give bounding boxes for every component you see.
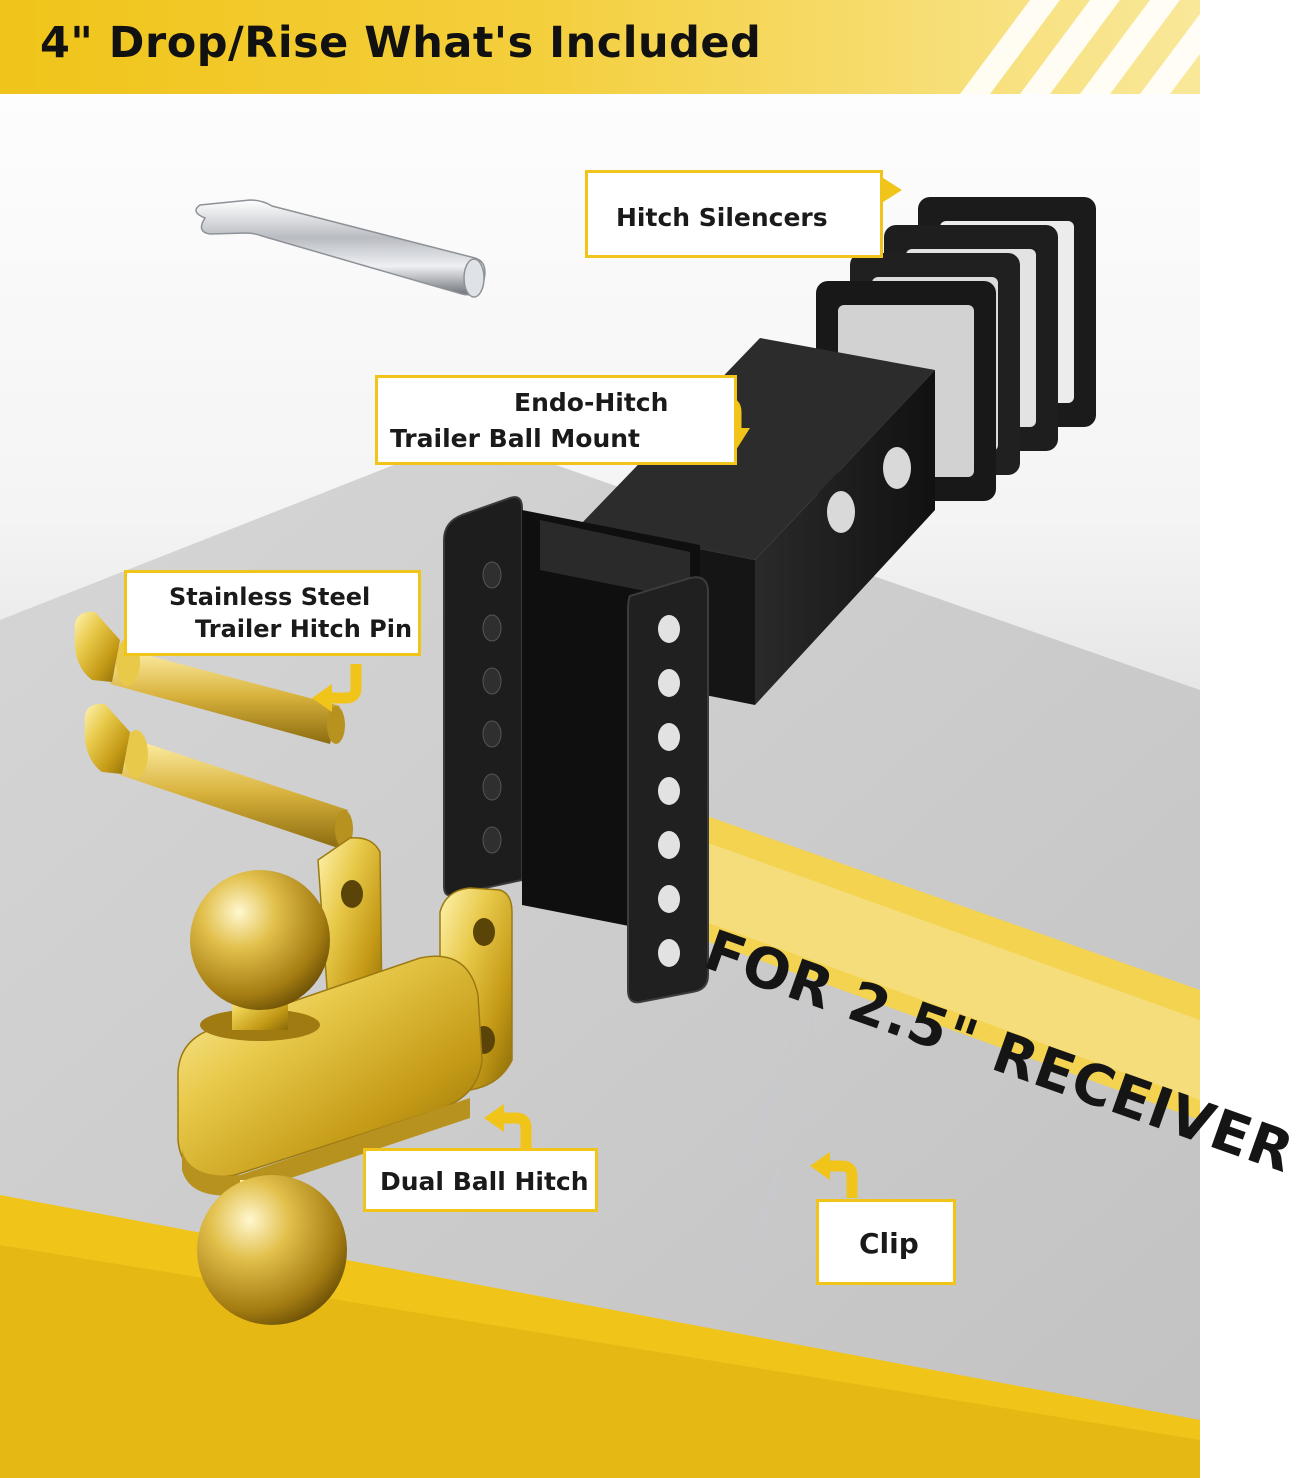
arrow-clip-icon: [810, 1152, 858, 1198]
page-title: 4" Drop/Rise What's Included: [40, 18, 762, 68]
callout-ball-mount-line1: Endo-Hitch: [514, 388, 669, 417]
callout-hitch-pin-line1: Stainless Steel: [169, 583, 371, 611]
arrow-hitch-pin-icon: [312, 664, 362, 712]
callout-hitch-silencers: Hitch Silencers: [585, 170, 883, 258]
callout-clip: Clip: [816, 1199, 956, 1285]
ball-mount-image: [443, 338, 935, 1004]
callout-dual-ball-hitch-label: Dual Ball Hitch: [380, 1167, 589, 1196]
hitch-pins-image: [74, 611, 353, 848]
dual-ball-hitch-image: [177, 837, 513, 1325]
callout-dual-ball-hitch: Dual Ball Hitch: [363, 1148, 598, 1212]
callout-ball-mount-line2: Trailer Ball Mount: [390, 424, 640, 453]
callout-hitch-pin-line2: Trailer Hitch Pin: [195, 615, 413, 643]
callout-clip-label: Clip: [859, 1227, 919, 1260]
title-bar-bg: [0, 0, 1200, 94]
arrow-dual-ball-hitch-icon: [484, 1104, 532, 1150]
callout-ball-mount: Endo-Hitch Trailer Ball Mount: [375, 375, 737, 465]
clips-image: [738, 1007, 814, 1276]
callout-hitch-pin: Stainless Steel Trailer Hitch Pin: [124, 570, 421, 656]
chrome-l-pin: [195, 199, 486, 298]
callout-hitch-silencers-label: Hitch Silencers: [616, 203, 828, 232]
